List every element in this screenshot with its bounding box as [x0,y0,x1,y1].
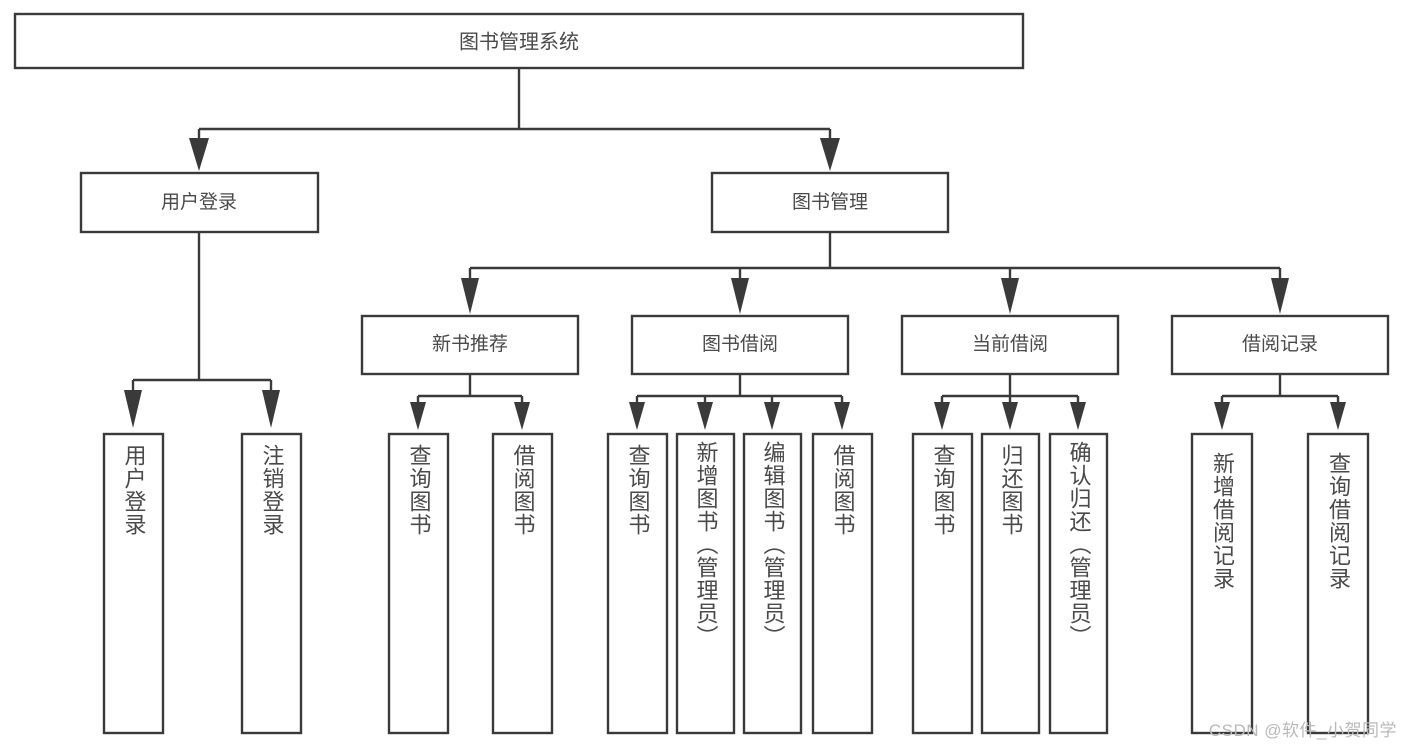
arrow-head-borrowrecord-leaf-2 [1330,402,1346,430]
csdn-watermark: CSDN @软件_小贺同学 [1208,721,1397,740]
arrow-head-newbook-leaf-2 [514,402,530,430]
leaf-box-logout[interactable] [240,432,303,735]
node-user-login[interactable]: 用户登录 [79,171,320,234]
node-borrow-record-label: 借阅记录 [1242,333,1318,355]
arrow-head-borrow-record [1271,278,1289,314]
leaf-box-query-book-2[interactable] [606,432,669,735]
arrow-head-currentborrow-leaf-1 [934,402,950,430]
leaf-box-query-book-3[interactable] [911,432,974,735]
arrow-head-new-book [461,278,479,314]
leaf-box-layer [102,432,1370,735]
node-book-borrow[interactable]: 图书借阅 [630,314,850,376]
leaf-box-user-login[interactable] [102,432,165,735]
leaf-box-borrow-book-1[interactable] [491,432,554,735]
node-book-management-box[interactable] [710,171,950,234]
arrow-head-currentborrow-leaf-3 [1070,402,1086,430]
connector-layer [124,68,1346,430]
leaf-box-return-book[interactable] [980,432,1041,735]
arrow-head-bookborrow-leaf-1 [629,402,645,430]
node-current-borrow-label: 当前借阅 [972,333,1048,355]
node-user-login-label: 用户登录 [161,191,237,213]
node-root-label: 图书管理系统 [459,30,579,53]
leaf-box-borrow-book-2[interactable] [811,432,874,735]
node-current-borrow-box[interactable] [900,314,1120,376]
arrow-head-newbook-leaf-1 [410,402,426,430]
leaf-box-confirm-return-admin[interactable] [1048,432,1109,735]
arrow-head-user-login [189,138,209,171]
node-new-book-recommend-box[interactable] [360,314,580,376]
arrow-head-leaf-user-login [124,390,142,428]
leaf-box-add-borrow-record[interactable] [1190,432,1254,735]
node-root[interactable]: 图书管理系统 [13,12,1025,70]
leaf-box-edit-book-admin[interactable] [742,432,803,735]
node-book-borrow-label: 图书借阅 [702,333,778,355]
arrow-head-current-borrow [1001,278,1019,314]
node-book-management-label: 图书管理 [792,191,868,213]
arrow-head-book-borrow [731,278,749,314]
node-user-login-box[interactable] [79,171,320,234]
leaf-box-add-book-admin[interactable] [675,432,736,735]
arrow-head-bookborrow-leaf-2 [697,402,713,430]
node-root-box[interactable] [13,12,1025,70]
node-borrow-record[interactable]: 借阅记录 [1170,314,1390,376]
node-current-borrow[interactable]: 当前借阅 [900,314,1120,376]
leaf-box-query-book-1[interactable] [387,432,450,735]
arrow-head-borrowrecord-leaf-1 [1214,402,1230,430]
arrow-head-currentborrow-leaf-2 [1002,402,1018,430]
node-book-management[interactable]: 图书管理 [710,171,950,234]
node-borrow-record-box[interactable] [1170,314,1390,376]
arrow-head-bookborrow-leaf-3 [764,402,780,430]
node-new-book-recommend-label: 新书推荐 [432,333,508,355]
node-new-book-recommend[interactable]: 新书推荐 [360,314,580,376]
arrow-head-bookborrow-leaf-4 [834,402,850,430]
node-book-borrow-box[interactable] [630,314,850,376]
arrow-head-book-mgmt [820,138,840,171]
leaf-box-query-borrow-record[interactable] [1306,432,1370,735]
arrow-head-leaf-logout [262,390,280,428]
